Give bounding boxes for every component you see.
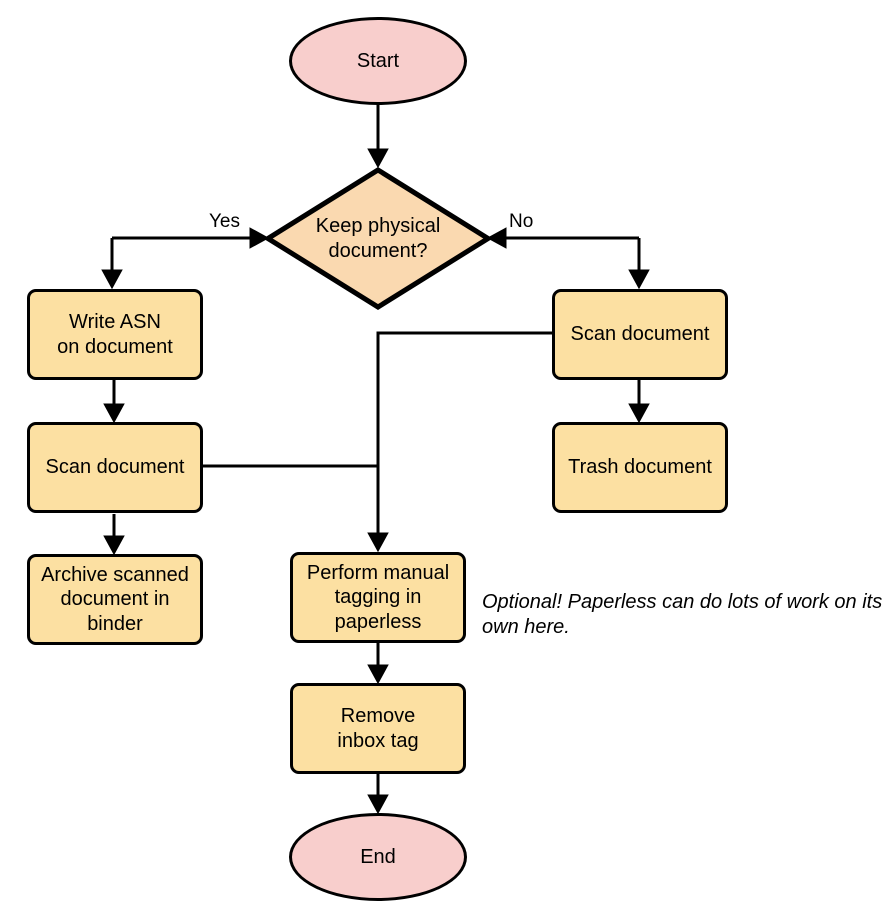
node-start[interactable]: Start: [289, 17, 467, 105]
edge-label-no: No: [509, 211, 534, 232]
node-keep-physical-document-label: Keep physical document?: [315, 215, 441, 262]
annotation-optional-note: Optional! Paperless can do lots of work …: [482, 591, 883, 638]
node-scan-document-left-label: Scan document: [45, 456, 185, 479]
node-scan-document-left[interactable]: Scan document: [27, 422, 203, 513]
node-trash-document-label: Trash document: [568, 456, 712, 479]
node-end[interactable]: End: [289, 813, 467, 901]
node-trash-document[interactable]: Trash document: [552, 422, 728, 513]
diamond-shape: [265, 167, 491, 310]
node-keep-physical-document[interactable]: Keep physical document?: [265, 167, 491, 310]
node-start-label: Start: [356, 49, 400, 72]
node-archive-scanned-document-label: Archive scanned document in binder: [41, 563, 189, 635]
edge-scan-right-to-tagging: [367, 331, 552, 553]
node-write-asn-on-document[interactable]: Write ASN on document: [27, 289, 203, 380]
node-perform-manual-tagging-label: Perform manual tagging in paperless: [306, 561, 450, 633]
node-archive-scanned-document[interactable]: Archive scanned document in binder: [27, 554, 203, 645]
node-perform-manual-tagging[interactable]: Perform manual tagging in paperless: [290, 552, 466, 643]
node-scan-document-right[interactable]: Scan document: [552, 289, 728, 380]
node-write-asn-on-document-label: Write ASN on document: [57, 311, 173, 358]
node-scan-document-right-label: Scan document: [570, 323, 710, 346]
node-end-label: End: [360, 845, 396, 868]
node-remove-inbox-tag[interactable]: Remove inbox tag: [290, 683, 466, 774]
node-remove-inbox-tag-label: Remove inbox tag: [337, 705, 419, 752]
edge-label-yes: Yes: [209, 211, 240, 232]
